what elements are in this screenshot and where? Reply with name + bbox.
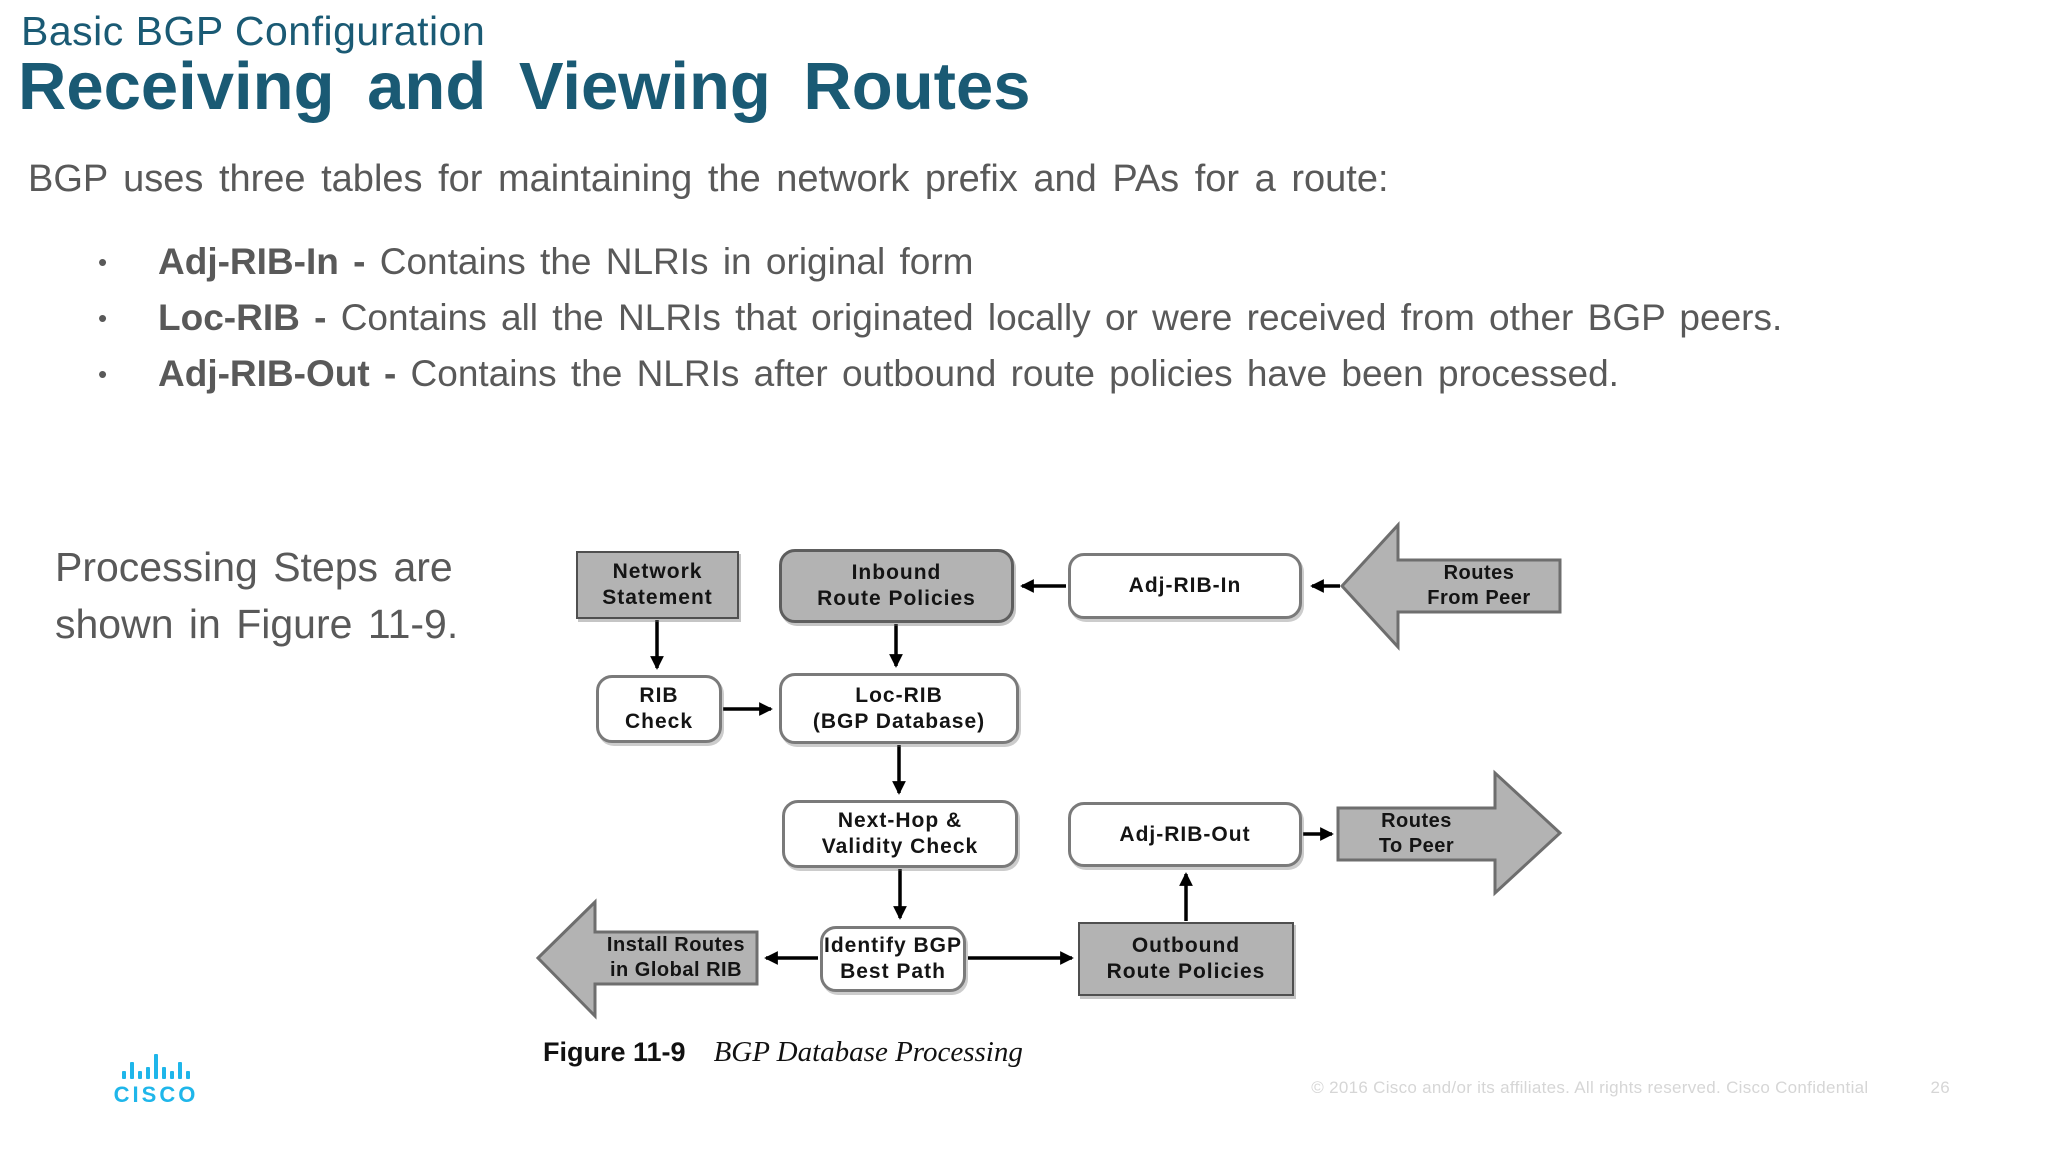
page-title: Receiving and Viewing Routes	[18, 49, 1031, 124]
node-identify-bgp-best-path: Identify BGP Best Path	[820, 926, 966, 992]
cisco-logo: CISCO	[108, 1053, 204, 1108]
node-next-hop-validity-check: Next-Hop & Validity Check	[782, 800, 1018, 868]
bullet-list: • Adj-RIB-In - Contains the NLRIs in ori…	[94, 234, 2009, 402]
bullet-term: Adj-RIB-In -	[158, 241, 380, 282]
slide-section-title: Basic BGP Configuration	[21, 8, 486, 54]
footer-copyright: © 2016 Cisco and/or its affiliates. All …	[1311, 1078, 1869, 1097]
bullet-text: Adj-RIB-Out - Contains the NLRIs after o…	[158, 346, 1619, 402]
figure-caption: Figure 11-9 BGP Database Processing	[543, 1036, 1023, 1069]
footer-page-number: 26	[1930, 1078, 1950, 1097]
label-routes-to-peer: Routes To Peer	[1378, 810, 1455, 857]
node-network-statement: Network Statement	[576, 551, 739, 619]
footer: © 2016 Cisco and/or its affiliates. All …	[0, 1078, 1950, 1098]
bullet-marker: •	[98, 303, 108, 333]
cisco-logo-wordmark: CISCO	[113, 1082, 199, 1107]
bullet-marker: •	[98, 359, 108, 389]
list-item: • Loc-RIB - Contains all the NLRIs that …	[94, 290, 2009, 346]
node-adj-rib-in: Adj-RIB-In	[1068, 553, 1302, 619]
bullet-term: Loc-RIB -	[158, 297, 341, 338]
bullet-text: Loc-RIB - Contains all the NLRIs that or…	[158, 290, 1782, 346]
figure-caption-label: Figure 11-9	[543, 1037, 686, 1067]
node-inbound-route-policies: Inbound Route Policies	[779, 549, 1014, 623]
label-install-routes-global-rib: Install Routes in Global RIB	[606, 934, 746, 981]
node-rib-check: RIB Check	[596, 675, 722, 743]
cisco-logo-bars-icon	[108, 1053, 204, 1079]
figure-caption-title: BGP Database Processing	[713, 1036, 1023, 1068]
list-item: • Adj-RIB-Out - Contains the NLRIs after…	[94, 346, 2009, 402]
node-loc-rib: Loc-RIB (BGP Database)	[779, 673, 1019, 744]
node-outbound-route-policies: Outbound Route Policies	[1078, 922, 1294, 996]
bullet-desc: Contains the NLRIs after outbound route …	[410, 353, 1619, 394]
bullet-term: Adj-RIB-Out -	[158, 353, 411, 394]
list-item: • Adj-RIB-In - Contains the NLRIs in ori…	[94, 234, 2009, 290]
bullet-desc: Contains all the NLRIs that originated l…	[340, 297, 1783, 338]
label-routes-from-peer: Routes From Peer	[1427, 562, 1531, 609]
bullet-marker: •	[98, 247, 108, 277]
bullet-desc: Contains the NLRIs in original form	[379, 241, 974, 282]
node-adj-rib-out: Adj-RIB-Out	[1068, 802, 1302, 867]
bullet-text: Adj-RIB-In - Contains the NLRIs in origi…	[158, 234, 974, 290]
figure-reference-note: Processing Steps are shown in Figure 11-…	[55, 544, 459, 647]
intro-text: BGP uses three tables for maintaining th…	[28, 158, 1389, 200]
